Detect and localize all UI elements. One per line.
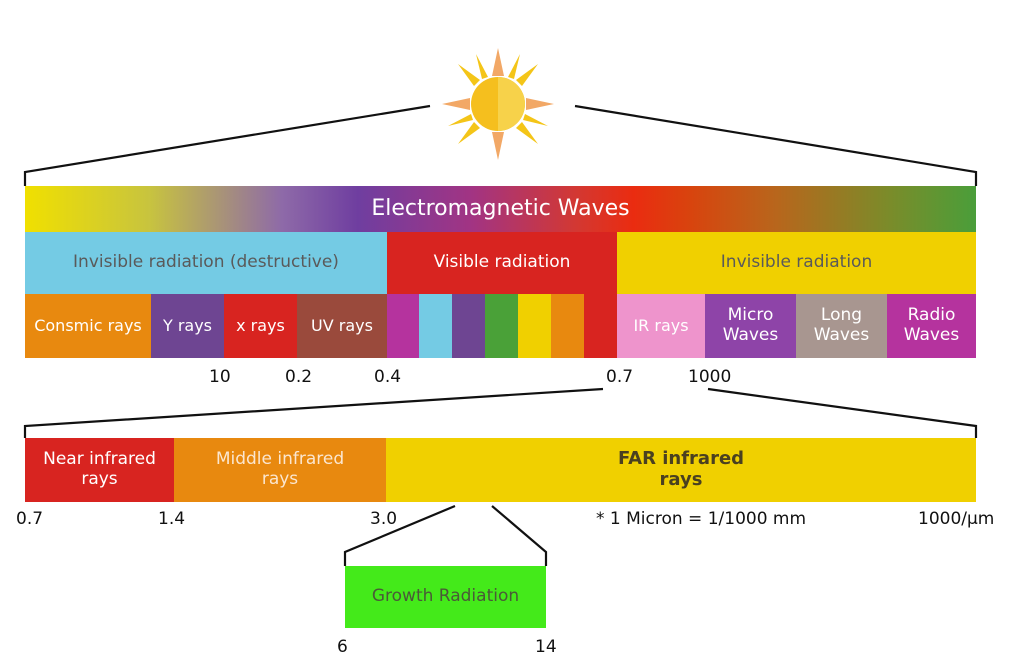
ray-radio-waves: Radio Waves bbox=[887, 294, 976, 358]
visible-swatch-yellow bbox=[518, 294, 551, 358]
ir-scale-label: 1000/µm bbox=[918, 509, 995, 529]
ray-cosmic: Consmic rays bbox=[25, 294, 151, 358]
visible-swatch-magenta bbox=[387, 294, 419, 358]
ray-ir: IR rays bbox=[617, 294, 705, 358]
ir-far: FAR infrared rays bbox=[386, 438, 976, 502]
ir-scale-label: 0.7 bbox=[16, 509, 44, 529]
ray-x: x rays bbox=[224, 294, 297, 358]
scale-label: 0.4 bbox=[374, 367, 402, 387]
visible-swatch-red bbox=[584, 294, 617, 358]
spectrum-title: Electromagnetic Waves bbox=[371, 196, 630, 222]
ray-micro-waves: Micro Waves bbox=[705, 294, 796, 358]
ray-gamma: Y rays bbox=[151, 294, 224, 358]
scale-label: 0.7 bbox=[606, 367, 634, 387]
visible-swatch-cyan bbox=[419, 294, 452, 358]
ir-scale-label: 1.4 bbox=[158, 509, 186, 529]
growth-radiation: Growth Radiation bbox=[345, 566, 546, 628]
visible-swatch-orange bbox=[551, 294, 584, 358]
micron-note: * 1 Micron = 1/1000 mm bbox=[596, 509, 807, 529]
ray-uv: UV rays bbox=[297, 294, 387, 358]
growth-min-label: 6 bbox=[337, 637, 348, 657]
scale-label: 10 bbox=[209, 367, 231, 387]
growth-max-label: 14 bbox=[535, 637, 557, 657]
scale-label: 0.2 bbox=[285, 367, 313, 387]
sun-icon bbox=[442, 48, 554, 160]
visible-swatch-purple bbox=[452, 294, 485, 358]
category-invisible: Invisible radiation bbox=[617, 232, 976, 294]
ir-scale-label: 3.0 bbox=[370, 509, 398, 529]
ir-middle: Middle infrared rays bbox=[174, 438, 386, 502]
scale-label: 1000 bbox=[688, 367, 732, 387]
category-invisible-destructive: Invisible radiation (destructive) bbox=[25, 232, 387, 294]
spectrum-title-bar: Electromagnetic Waves bbox=[25, 186, 976, 232]
category-visible: Visible radiation bbox=[387, 232, 617, 294]
ir-near: Near infrared rays bbox=[25, 438, 174, 502]
visible-swatch-green bbox=[485, 294, 518, 358]
ray-long-waves: Long Waves bbox=[796, 294, 887, 358]
